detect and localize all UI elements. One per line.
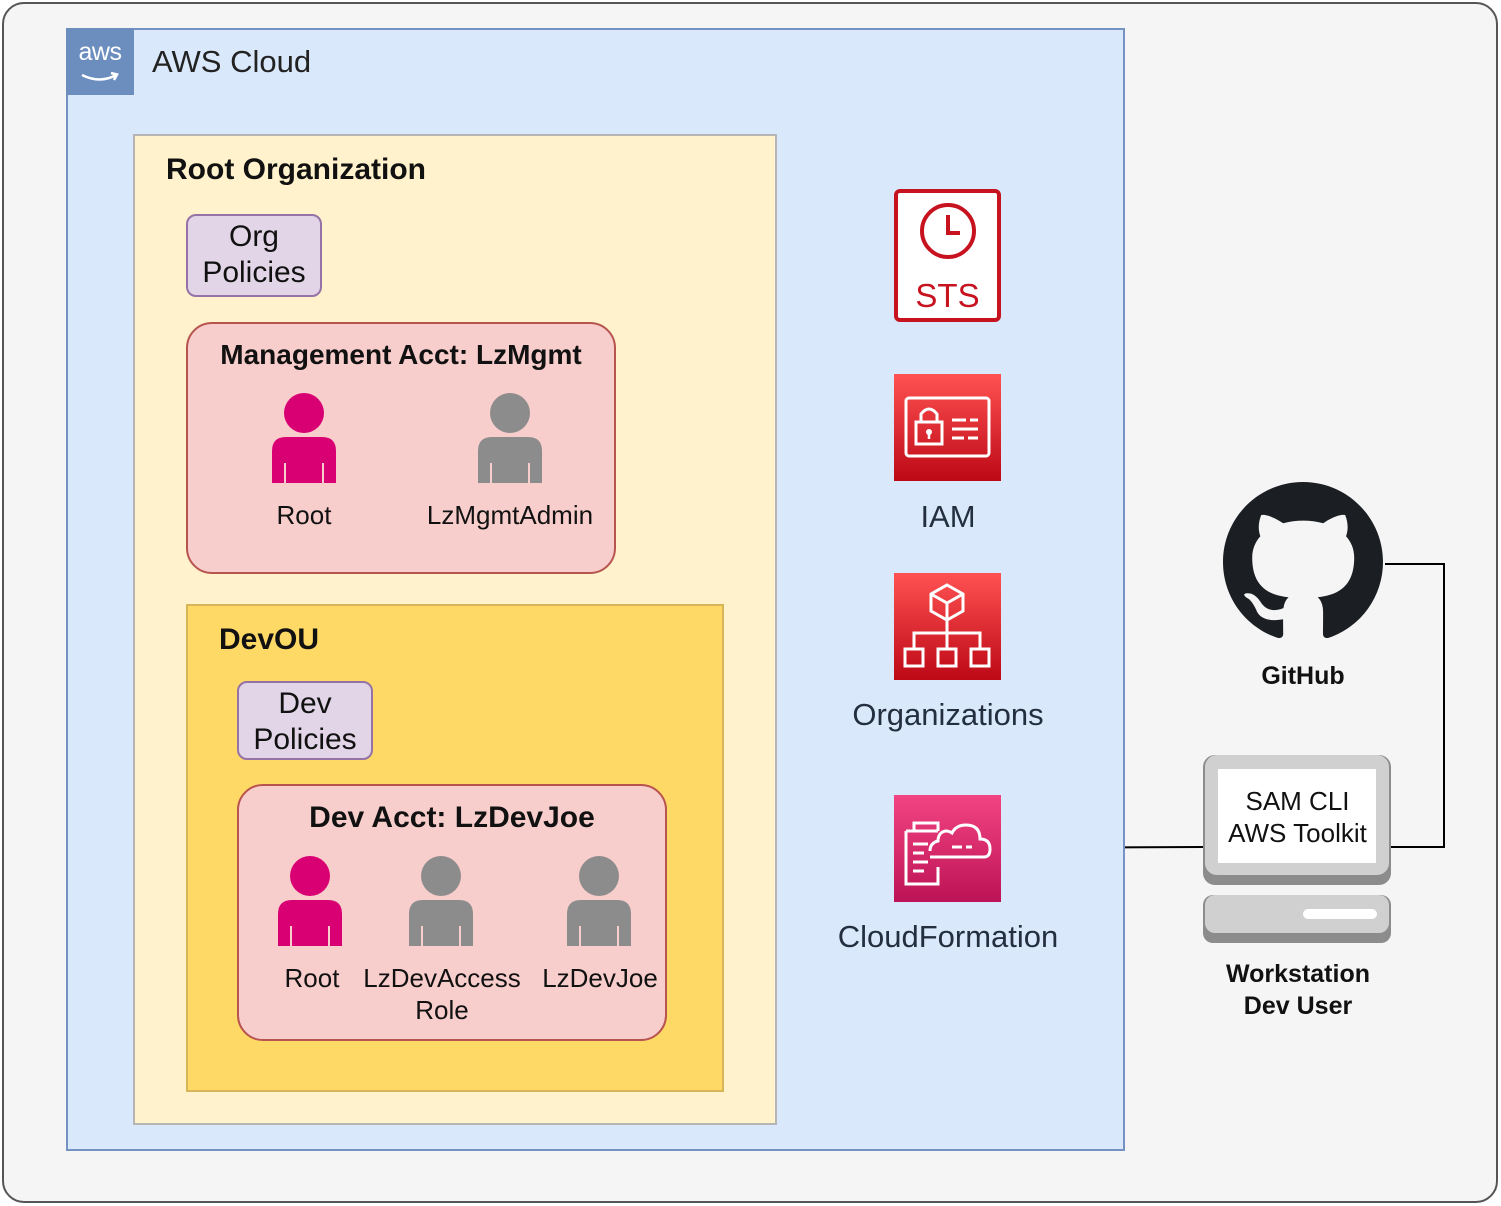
github-to-workstation-line: [1385, 563, 1445, 848]
dev-account-title: Dev Acct: LzDevJoe: [309, 801, 595, 834]
lzdevaccessrole-user-icon: [409, 856, 473, 946]
organizations-hierarchy-icon: [903, 583, 991, 668]
workstation-screen-line2: AWS Toolkit: [1228, 818, 1367, 848]
organizations-service-icon: [894, 573, 1001, 680]
mgmt-admin-label: LzMgmtAdmin: [426, 500, 594, 530]
sts-service-icon: STS: [894, 189, 1001, 322]
iam-service-icon: [894, 374, 1001, 481]
aws-cloud-title: AWS Cloud: [152, 44, 312, 79]
github-icon: [1223, 482, 1383, 639]
org-policies-line2: Policies: [202, 256, 306, 289]
lzdevaccessrole-label-line1: LzDevAccess: [363, 963, 521, 993]
lzdevjoe-user-icon: [567, 856, 631, 946]
cloudformation-service-icon: [894, 795, 1001, 902]
workstation-screen-line1: SAM CLI: [1245, 786, 1350, 816]
iam-id-card-icon: [904, 396, 991, 458]
org-policies-box: Org Policies: [186, 214, 322, 297]
devou-title: DevOU: [219, 623, 320, 656]
github-label: GitHub: [1261, 662, 1345, 690]
management-account-title: Management Acct: LzMgmt: [220, 339, 582, 370]
aws-smile-icon: [81, 72, 119, 81]
cloudformation-template-cloud-icon: [904, 821, 992, 886]
workstation-computer-icon: [1203, 755, 1391, 943]
workstation-label-line1: Workstation: [1226, 960, 1370, 988]
dev-root-label: Root: [284, 963, 340, 993]
aws-logo-text: aws: [78, 38, 122, 66]
aws-logo: aws: [66, 28, 134, 95]
iam-label: IAM: [920, 499, 976, 534]
mgmt-root-label: Root: [276, 500, 332, 530]
dev-root-user-icon: [278, 856, 342, 946]
management-account-box: [186, 322, 616, 574]
dev-policies-line1: Dev: [278, 687, 332, 720]
dev-policies-line2: Policies: [253, 723, 357, 756]
organizations-label: Organizations: [852, 697, 1044, 732]
sts-clock-icon: [920, 203, 976, 259]
root-organization-title: Root Organization: [166, 153, 426, 186]
cloudformation-label: CloudFormation: [837, 919, 1059, 954]
workstation-label: Workstation Dev User: [1190, 958, 1406, 1022]
lzdevaccessrole-label: LzDevAccess Role: [352, 962, 532, 1026]
lzdevaccessrole-label-line2: Role: [415, 995, 469, 1025]
lzdevjoe-label: LzDevJoe: [542, 963, 658, 993]
sts-icon-text: STS: [915, 277, 980, 314]
workstation-label-line2: Dev User: [1243, 992, 1353, 1020]
lzmgmtadmin-user-icon: [478, 393, 542, 483]
org-policies-line1: Org: [228, 220, 279, 253]
workstation-screen-text: SAM CLI AWS Toolkit: [1220, 785, 1375, 849]
root-user-icon: [272, 393, 336, 483]
dev-policies-box: Dev Policies: [237, 681, 373, 760]
